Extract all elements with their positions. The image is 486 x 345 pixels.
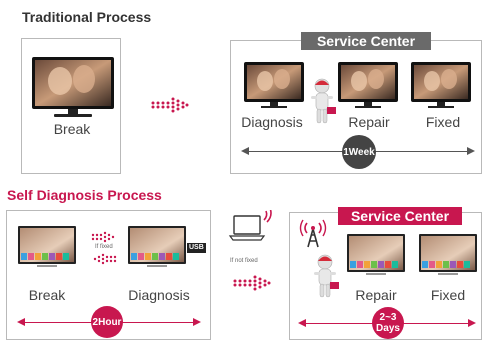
self-diagnosis-title: Self Diagnosis Process (7, 187, 162, 203)
if-fixed-label: If fixed (95, 244, 113, 250)
if-not-fixed-label: If not fixed (230, 258, 258, 264)
traditional-service-center-box: Service Center Diagnosis Repair (230, 32, 482, 174)
break-label: Break (28, 287, 66, 303)
repairman-icon (314, 254, 339, 298)
self-diagnosis-box: If fixed USB Break Diagnosis 2Hour (6, 210, 211, 340)
arrow-left-icon (241, 147, 249, 155)
repairman-icon (311, 78, 336, 124)
fixed-label: Fixed (425, 114, 461, 130)
service-center-badge: Service Center (301, 32, 431, 50)
break-box: Break (21, 38, 121, 174)
duration-circle: 1Week (342, 135, 376, 169)
diagnosis-label: Diagnosis (128, 287, 190, 303)
smart-tv-break-icon (18, 226, 76, 267)
arrow-left-icon (93, 253, 117, 265)
duration-circle: 2~3 Days (372, 307, 404, 339)
arrow-right-icon (233, 275, 271, 291)
usb-badge: USB (187, 243, 206, 253)
traditional-process-title: Traditional Process (22, 9, 152, 25)
arrow-right-icon (151, 97, 189, 113)
service-center-badge: Service Center (338, 207, 462, 225)
arrow-left-icon (298, 319, 306, 327)
duration-circle: 2Hour (91, 306, 123, 338)
repair-label: Repair (348, 114, 390, 130)
self-service-center-box: Service Center (289, 207, 482, 340)
tv-broken-icon (32, 57, 114, 117)
tv-diagnosis-icon (244, 62, 304, 108)
arrow-right-icon (468, 319, 476, 327)
tv-repair-icon (338, 62, 398, 108)
smart-tv-diagnosis-icon (128, 226, 186, 267)
diagnosis-label: Diagnosis (241, 114, 303, 130)
tv-fixed-icon (411, 62, 471, 108)
break-label: Break (53, 121, 91, 137)
arrow-right-icon (467, 147, 475, 155)
service-center-label: Service Center (350, 208, 450, 224)
smart-tv-repair-icon (347, 234, 405, 275)
arrow-right-icon (193, 318, 201, 326)
fixed-label: Fixed (430, 287, 466, 303)
arrow-left-icon (17, 318, 25, 326)
antenna-tower-icon (299, 219, 327, 248)
laptop-icon (228, 210, 272, 241)
smart-tv-fixed-icon (419, 234, 477, 275)
arrow-right-icon (91, 231, 115, 243)
service-center-label: Service Center (316, 33, 416, 49)
repair-label: Repair (355, 287, 397, 303)
